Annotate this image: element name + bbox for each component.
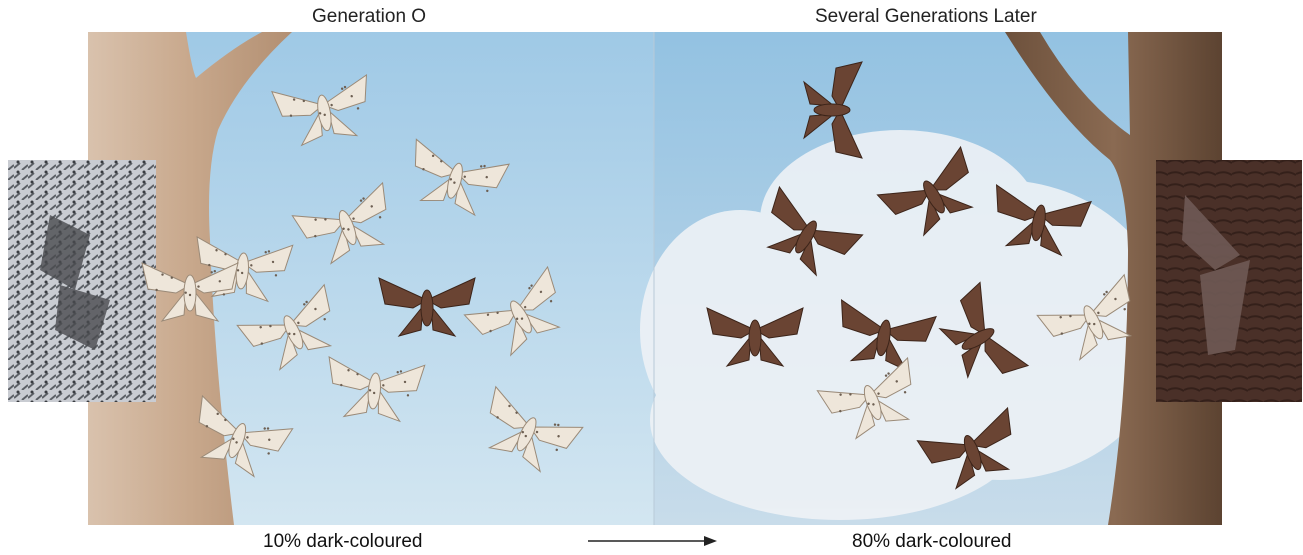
right-panel-title: Several Generations Later — [815, 6, 1037, 28]
left-panel-caption: 10% dark-coloured — [263, 531, 422, 553]
arrow-right-icon — [588, 534, 718, 548]
right-panel-caption: 80% dark-coloured — [852, 531, 1011, 553]
left-lichen-photo — [8, 160, 156, 402]
left-panel-title: Generation O — [312, 6, 426, 28]
evolution-illustration — [0, 0, 1303, 525]
